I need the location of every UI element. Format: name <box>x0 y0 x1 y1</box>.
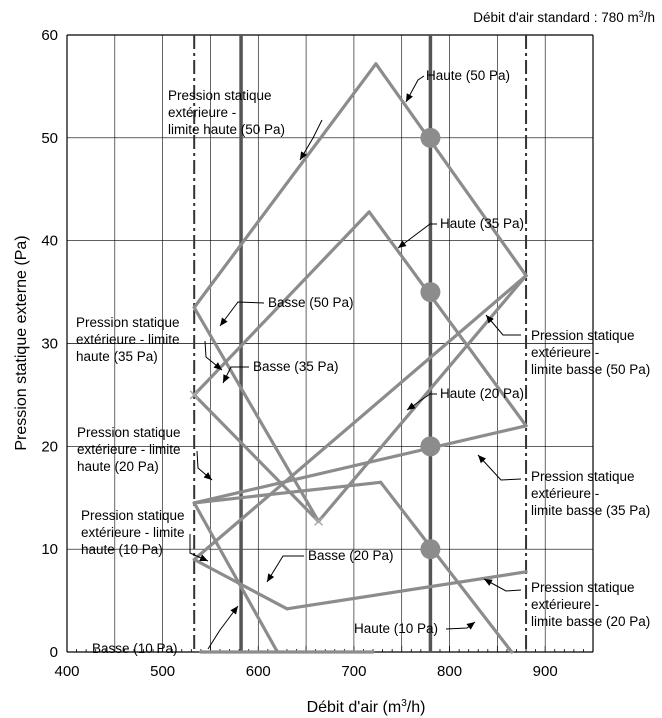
annotation-text-4: Basse (50 Pa) <box>268 295 354 310</box>
arrowhead-5 <box>223 374 230 383</box>
y-tick-60: 60 <box>41 27 58 44</box>
arrowhead-3 <box>466 622 475 630</box>
curve-basse-50-pa <box>192 62 378 310</box>
leader-line-11 <box>189 534 209 562</box>
annotation-1: Haute (35 Pa) <box>397 216 524 249</box>
annotation-text-1: Haute (35 Pa) <box>440 216 524 231</box>
leader-line-14 <box>483 578 522 592</box>
leader-line-4 <box>219 301 265 327</box>
annotation-3: Haute (10 Pa) <box>354 621 476 636</box>
curve-pression-statique-exterieure-limite-basse-50-pa <box>316 274 528 523</box>
arrowhead-1 <box>398 240 407 248</box>
arrowhead-9 <box>213 362 222 370</box>
x-tick-600: 600 <box>246 663 271 680</box>
y-tick-30: 30 <box>41 336 58 353</box>
arrowhead-0 <box>406 93 413 102</box>
arrowhead-13 <box>478 455 486 464</box>
arrowhead-8 <box>300 151 308 160</box>
curve-basse-35-pa <box>192 210 371 397</box>
leader-line-0 <box>405 75 425 103</box>
marker-10 <box>420 539 441 560</box>
leader-line-12 <box>485 314 521 336</box>
annotation-2: Haute (20 Pa) <box>406 386 524 411</box>
data-markers <box>420 127 441 560</box>
junction-cross-1 <box>313 516 324 526</box>
arrowhead-6 <box>267 573 275 582</box>
x-tick-800: 800 <box>437 663 462 680</box>
leader-line-7 <box>207 605 239 650</box>
annotations: Haute (50 Pa) Haute (35 Pa) Haute (20 Pa) H… <box>76 68 650 656</box>
y-tick-20: 20 <box>41 438 58 455</box>
x-axis-label: Débit d'air (m3/h) <box>307 698 426 716</box>
y-tick-40: 40 <box>41 233 58 250</box>
marker-50 <box>420 127 441 148</box>
y-axis-label: Pression statique externe (Pa) <box>13 235 30 450</box>
curve-haute-35-pa <box>367 210 528 428</box>
leader-line-1 <box>397 223 437 249</box>
arrowhead-14 <box>484 579 493 586</box>
gridlines <box>66 34 594 653</box>
annotation-text-7: Basse (10 Pa) <box>92 641 178 656</box>
y-tick-0: 0 <box>50 644 58 661</box>
leader-line-2 <box>406 393 437 411</box>
annotation-7: Basse (10 Pa) <box>92 605 239 656</box>
annotation-text-3: Haute (10 Pa) <box>354 621 438 636</box>
curve-pression-statique-exterieure-limite-haute-35-pa <box>192 393 321 523</box>
x-tick-900: 900 <box>533 663 558 680</box>
curve-pression-statique-exterieure-limite-haute-10-pa <box>192 274 528 562</box>
curve-pression-statique-exterieure-limite-basse-35-pa <box>192 424 528 505</box>
arrowhead-10 <box>203 472 212 480</box>
tick-labels: 400 500 600 700 800 900 0 10 20 30 40 50 60 <box>41 27 557 680</box>
arrowhead-12 <box>486 315 494 324</box>
annotation-6: Basse (20 Pa) <box>266 548 394 583</box>
annotation-text-5: Basse (35 Pa) <box>253 359 339 374</box>
x-tick-400: 400 <box>54 663 79 680</box>
annotation-text-0: Haute (50 Pa) <box>426 68 510 83</box>
curve-pression-statique-exterieure-limite-haute-20-pa <box>192 501 279 654</box>
leader-line-13 <box>477 454 522 481</box>
y-tick-50: 50 <box>41 130 58 147</box>
chart-title: Débit d'air standard : 780 m3/h <box>473 9 655 25</box>
x-tick-500: 500 <box>150 663 175 680</box>
annotation-text-2: Haute (20 Pa) <box>440 386 524 401</box>
annotation-5: Basse (35 Pa) <box>222 359 339 384</box>
annotation-4: Basse (50 Pa) <box>219 295 354 327</box>
arrowhead-4 <box>220 317 228 326</box>
leader-line-6 <box>266 555 304 583</box>
curve-haute-20-pa <box>379 480 514 654</box>
leader-line-8 <box>299 119 323 161</box>
curve-pression-statique-exterieure-limite-haute-50-pa <box>192 305 321 523</box>
marker-20 <box>420 436 441 457</box>
annotation-text-6: Basse (20 Pa) <box>308 548 394 563</box>
junction-cross-0 <box>189 390 199 400</box>
arrowhead-7 <box>230 606 238 615</box>
x-tick-700: 700 <box>341 663 366 680</box>
curve-haute-10-pa <box>285 570 528 611</box>
arrowhead-2 <box>407 402 416 410</box>
y-tick-10: 10 <box>41 541 58 558</box>
curve-basse-20-pa <box>192 480 383 505</box>
marker-35 <box>420 282 441 303</box>
curve-haute-50-pa <box>374 62 528 278</box>
arrowhead-11 <box>199 554 208 561</box>
annotation-0: Haute (50 Pa) <box>405 68 510 103</box>
series-curves <box>189 62 528 654</box>
